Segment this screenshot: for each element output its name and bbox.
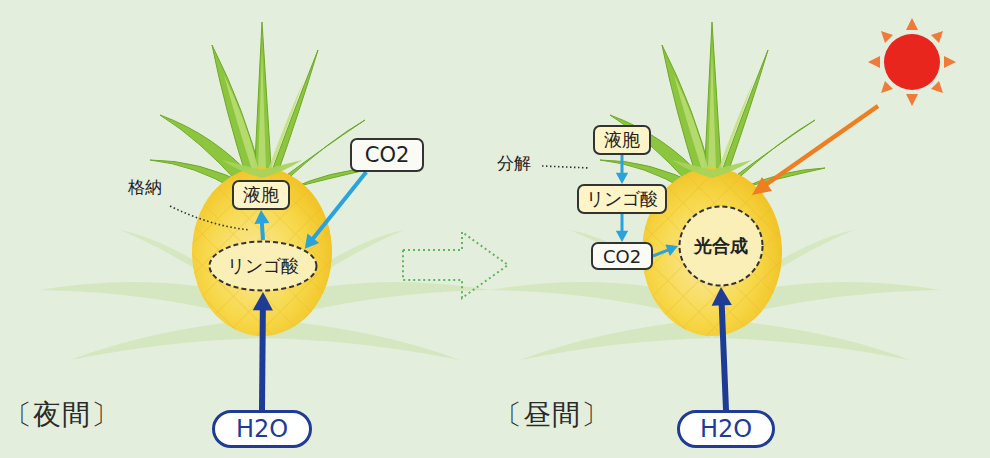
node-text: CO2 bbox=[603, 246, 641, 267]
flow-arrow bbox=[616, 214, 628, 242]
night-label: 〔夜間〕 bbox=[4, 396, 120, 434]
sunlight-arrow bbox=[752, 106, 878, 195]
sun bbox=[868, 18, 956, 106]
leader-line bbox=[542, 166, 590, 168]
decompose-label: 分解 bbox=[497, 152, 531, 175]
node-text: H2O bbox=[236, 415, 288, 443]
malic-acid-ellipse: リンゴ酸 bbox=[208, 240, 318, 292]
flow-arrow bbox=[254, 210, 269, 240]
vacuole-box: 液胞 bbox=[232, 180, 290, 210]
water-pill: H2O bbox=[212, 410, 312, 448]
co2-box: CO2 bbox=[591, 242, 653, 270]
flow-arrow bbox=[616, 155, 628, 184]
day-label: 〔昼間〕 bbox=[494, 396, 610, 434]
node-text: 液胞 bbox=[243, 183, 279, 207]
vacuole-box: 液胞 bbox=[593, 125, 651, 155]
node-text: リンゴ酸 bbox=[227, 254, 299, 278]
node-text: リンゴ酸 bbox=[586, 187, 658, 211]
store-label: 格納 bbox=[128, 176, 162, 199]
node-text: CO2 bbox=[365, 143, 410, 167]
co2-box: CO2 bbox=[350, 138, 424, 172]
flow-arrow bbox=[253, 292, 273, 410]
transition-arrow bbox=[403, 232, 508, 298]
node-text: 光合成 bbox=[694, 234, 748, 258]
water-pill: H2O bbox=[677, 410, 775, 448]
malic-acid-box: リンゴ酸 bbox=[577, 184, 667, 214]
photosynthesis-circle: 光合成 bbox=[678, 205, 764, 287]
pineapple bbox=[40, 22, 490, 360]
node-text: H2O bbox=[700, 415, 752, 443]
flow-arrow bbox=[653, 244, 678, 256]
flow-arrow bbox=[305, 172, 366, 249]
flow-arrow bbox=[712, 287, 732, 410]
node-text: 液胞 bbox=[604, 128, 640, 152]
